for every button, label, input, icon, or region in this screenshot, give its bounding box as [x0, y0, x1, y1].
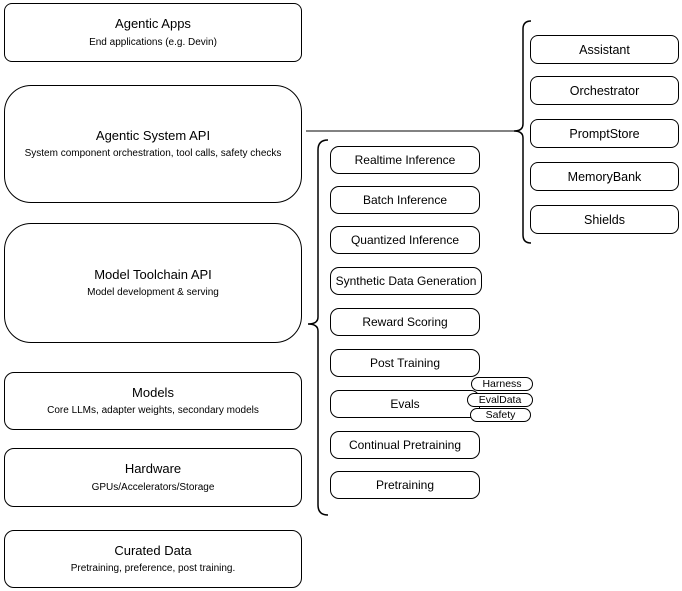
- component-box-promptstore: PromptStore: [530, 119, 679, 148]
- layer-title: Agentic System API: [95, 127, 211, 143]
- layer-subtitle: End applications (e.g. Devin): [89, 36, 217, 48]
- service-label: Continual Pretraining: [348, 438, 462, 452]
- layer-title: Models: [132, 384, 174, 400]
- component-box-orchestrator: Orchestrator: [530, 76, 679, 105]
- layer-subtitle: Core LLMs, adapter weights, secondary mo…: [47, 405, 259, 417]
- layer-box-agentic-system-api: Agentic System API System component orch…: [4, 85, 302, 203]
- service-label: Reward Scoring: [362, 315, 448, 329]
- layer-title: Agentic Apps: [115, 16, 191, 32]
- service-label: Synthetic Data Generation: [335, 274, 477, 288]
- service-label: Realtime Inference: [354, 153, 456, 167]
- layer-subtitle: System component orchestration, tool cal…: [24, 148, 282, 160]
- service-label: Quantized Inference: [350, 233, 460, 247]
- component-label: MemoryBank: [567, 169, 642, 184]
- service-box-pretraining: Pretraining: [330, 471, 480, 499]
- service-box-realtime-inference: Realtime Inference: [330, 146, 480, 174]
- layer-box-hardware: Hardware GPUs/Accelerators/Storage: [4, 448, 302, 507]
- layer-subtitle: GPUs/Accelerators/Storage: [91, 481, 215, 493]
- layer-box-models: Models Core LLMs, adapter weights, secon…: [4, 372, 302, 430]
- tag-label: Safety: [485, 409, 516, 421]
- component-box-assistant: Assistant: [530, 35, 679, 64]
- service-box-evals: Evals: [330, 390, 480, 418]
- layer-box-model-toolchain-api: Model Toolchain API Model development & …: [4, 223, 302, 343]
- component-label: Shields: [584, 212, 625, 227]
- layer-subtitle: Model development & serving: [87, 287, 219, 299]
- tag-label: EvalData: [478, 394, 522, 406]
- tag-pill-safety: Safety: [470, 408, 531, 422]
- service-label: Batch Inference: [362, 193, 448, 207]
- layer-title: Curated Data: [114, 542, 192, 558]
- component-box-shields: Shields: [530, 205, 679, 234]
- component-box-memorybank: MemoryBank: [530, 162, 679, 191]
- service-box-synthetic-data-generation: Synthetic Data Generation: [330, 267, 482, 295]
- service-box-batch-inference: Batch Inference: [330, 186, 480, 214]
- service-box-reward-scoring: Reward Scoring: [330, 308, 480, 336]
- component-label: Assistant: [579, 42, 630, 57]
- service-box-continual-pretraining: Continual Pretraining: [330, 431, 480, 459]
- layer-box-agentic-apps: Agentic Apps End applications (e.g. Devi…: [4, 3, 302, 62]
- layer-title: Hardware: [124, 461, 182, 477]
- component-label: Orchestrator: [569, 83, 640, 98]
- service-box-post-training: Post Training: [330, 349, 480, 377]
- tag-pill-harness: Harness: [471, 377, 533, 391]
- service-label: Evals: [390, 397, 420, 411]
- tag-label: Harness: [482, 378, 522, 390]
- layer-title: Model Toolchain API: [94, 266, 212, 282]
- service-label: Pretraining: [375, 478, 435, 492]
- tag-pill-evaldata: EvalData: [467, 393, 533, 407]
- system-components-brace: [513, 20, 532, 244]
- layer-subtitle: Pretraining, preference, post training.: [70, 563, 236, 575]
- component-label: PromptStore: [569, 126, 640, 141]
- toolchain-services-brace: [307, 139, 329, 516]
- service-label: Post Training: [369, 356, 441, 370]
- service-box-quantized-inference: Quantized Inference: [330, 226, 480, 254]
- layer-box-curated-data: Curated Data Pretraining, preference, po…: [4, 530, 302, 588]
